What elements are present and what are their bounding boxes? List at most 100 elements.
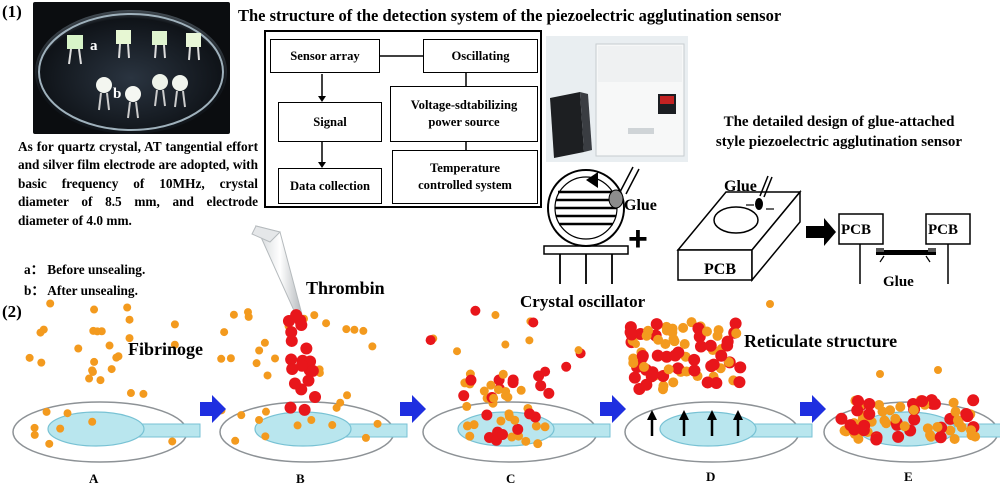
glue-drop-icon (608, 189, 624, 209)
thrombin-particle (908, 413, 921, 426)
flow-temperature-system: Temperature controlled system (392, 150, 538, 204)
fibrinogen-particle (885, 405, 896, 416)
fibrinogen-particle (489, 393, 499, 403)
fibrinogen-particle (85, 374, 94, 383)
thrombin-particle (507, 377, 519, 389)
fibrinogen-particle (342, 325, 351, 334)
fibrinogen-particle (25, 353, 34, 362)
thrombin-particle (851, 395, 864, 408)
thrombin-particle (512, 423, 524, 435)
fibrinogen-particle (217, 354, 226, 363)
fibrinogen-particle (853, 433, 864, 444)
fibrinogen-particle (45, 439, 54, 448)
fibrinogen-particle (350, 325, 359, 334)
flow-power-line2: power source (428, 115, 500, 129)
fibrinogen-particle (498, 369, 508, 379)
fibrinogen-particle (260, 338, 269, 347)
electrode (254, 411, 352, 447)
thrombin-particle (688, 353, 701, 366)
fibrinogen-particle (125, 315, 134, 324)
thrombin-particle (309, 391, 322, 404)
fibrinogen-particle (540, 422, 550, 432)
design-title: The detailed design of glue-attached sty… (678, 112, 1000, 152)
thrombin-particle (851, 404, 864, 417)
note-a: a： Before unsealing. (24, 262, 146, 277)
thrombin-particle (425, 335, 436, 346)
arrow-left-icon (586, 172, 598, 188)
panel-label-1: (1) (2, 2, 22, 21)
fibrinogen-particle (170, 320, 179, 329)
pcb-label-block: PCB (704, 261, 736, 278)
fibrinogen-particle (293, 421, 302, 430)
thrombin-particle (669, 349, 682, 362)
flow-data-collection: Data collection (278, 168, 382, 204)
thrombin-particle (295, 359, 308, 372)
note-b: b： After unsealing. (24, 283, 138, 298)
fibrinogen-particle (701, 326, 712, 337)
fibrinogen-particle (510, 415, 520, 425)
arrow-down-icon (318, 162, 326, 168)
fibrinogen-particle (628, 357, 639, 368)
electrode (659, 411, 757, 447)
fibrinogen-particle (255, 346, 264, 355)
fibrinogen-particle (890, 413, 901, 424)
process-arrow-icon (600, 395, 626, 423)
thrombin-particle (672, 362, 685, 375)
thrombin-particle (916, 395, 929, 408)
fibrinogen-particle (731, 328, 742, 339)
fibrinogen-particle (504, 409, 514, 419)
thrombin-particle (645, 370, 658, 383)
glue-label-section: Glue (883, 274, 914, 290)
pcb-label-right: PCB (928, 222, 958, 238)
thrombin-particle (288, 377, 301, 390)
thrombin-particle (543, 387, 555, 399)
fibrinogen-particle (359, 326, 368, 335)
square-sensor (67, 30, 201, 65)
fibrinogen-particle (516, 385, 526, 395)
arrow-up-icon (679, 410, 689, 420)
fibrinogen-particle (243, 308, 252, 317)
thrombin-particle (960, 407, 973, 420)
fibrinogen-particle (139, 389, 148, 398)
thrombin-particle (302, 374, 315, 387)
fibrinogen-particle (88, 366, 97, 375)
fibrinogen-particle (766, 300, 774, 308)
arrow-up-icon (647, 410, 657, 420)
thrombin-particle (715, 349, 728, 362)
flow-power-line1: Voltage-sdtabilizing (410, 98, 518, 112)
thrombin-particle (848, 423, 861, 436)
fibrinogen-particle (876, 370, 884, 378)
fibrinogen-particle (336, 398, 345, 407)
photo-label-b: b (113, 86, 121, 102)
fibrinogen-particle (263, 371, 272, 380)
thrombin-particle (734, 361, 747, 374)
arrow-up-icon (733, 410, 743, 420)
instrument-photo (546, 36, 688, 162)
panel-label-2: (2) (2, 302, 22, 321)
fibrinogen-particle (42, 407, 51, 416)
thrombin-particle (692, 322, 705, 335)
step-label-e: E (904, 469, 913, 484)
thrombin-particle (290, 309, 303, 322)
fibrinogen-particle (507, 432, 517, 442)
flow-power-source: Voltage-sdtabilizing power source (390, 86, 538, 142)
pcb-cross-section (838, 213, 971, 284)
instrument-drawing (546, 36, 688, 162)
thrombin-particle (710, 376, 723, 389)
fibrinogen-particle (63, 409, 72, 418)
fibrinogen-particle (30, 430, 39, 439)
fibrinogen-particle (39, 325, 48, 334)
process-arrow-icon (800, 395, 826, 423)
thrombin-particle (458, 390, 470, 402)
fibrinogen-particle (533, 439, 543, 449)
fibrinogen-particle (307, 415, 316, 424)
fibrinogen-particle (638, 361, 649, 372)
fibrinogen-particle (229, 310, 238, 319)
crystal-description: As for quartz crystal, AT tangential eff… (18, 139, 258, 228)
system-title: The structure of the detection system of… (238, 6, 782, 25)
sensor-design-drawing: Glue + Glue PCB PCB PCB Glue (543, 166, 971, 290)
fibrinogen-particle (525, 336, 534, 345)
thrombin-particle (285, 334, 298, 347)
thrombin-particle (286, 363, 299, 376)
thrombin-particle (285, 326, 298, 339)
